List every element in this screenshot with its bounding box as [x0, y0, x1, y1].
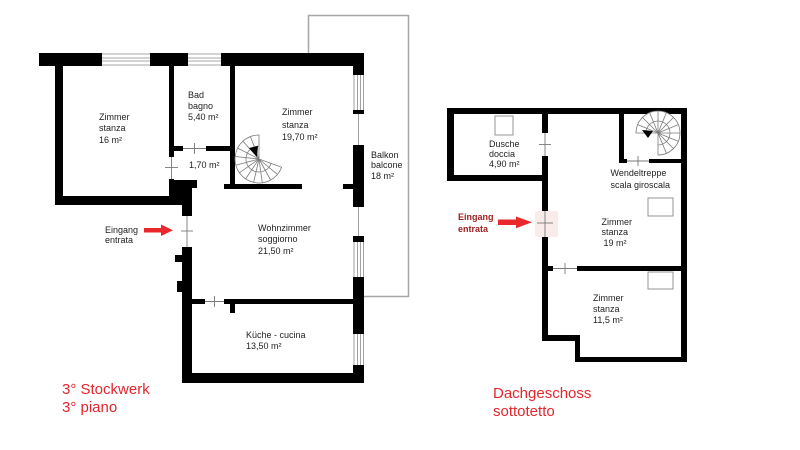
shower-tray [494, 115, 514, 136]
entrance-label-it: entrata [458, 224, 489, 234]
attic-plan [447, 108, 687, 362]
stair-direction-arrow-icon [642, 130, 653, 138]
room-area: 1,70 m² [189, 159, 220, 170]
door-marker-entrance-third-floor [181, 216, 193, 247]
window-right-wohnzimmer [353, 242, 364, 277]
window-right-zimmer-19-70 [353, 75, 364, 110]
room-area: 21,50 m² [258, 245, 294, 256]
room-name-it: scala giroscala [610, 180, 671, 191]
floor-title-it: 3° piano [62, 399, 118, 416]
room-name-de: Wendeltreppe [610, 168, 667, 178]
room-name-it: balcone [371, 160, 403, 171]
third-floor-plan [39, 14, 410, 383]
floor-title-attic: Dachgeschoss sottotetto [493, 385, 591, 421]
room-name-de: Dusche [489, 138, 520, 149]
room-label-corridor: 1,70 m² [189, 160, 220, 171]
room-name-it: stanza [601, 227, 629, 238]
entrance-label-it: entrata [105, 235, 134, 246]
room-area: 18 m² [371, 171, 395, 182]
door-marker-entrance-attic [537, 211, 553, 237]
floor-title-third-floor: 3° Stockwerk 3° piano [62, 381, 150, 417]
spiral-staircase-icon [635, 110, 681, 156]
room-name-de: Zimmer [282, 107, 313, 117]
entrance-highlight [535, 211, 558, 237]
window-top-bad [188, 53, 221, 66]
door-marker-zimmer-16 [165, 157, 178, 179]
attic-walls [447, 108, 687, 362]
spiral-staircase-icon [234, 134, 283, 184]
stair-direction-arrow-icon [249, 146, 258, 157]
room-name: Küche - cucina [246, 329, 306, 340]
entrance-label-third-floor: Eingang entrata [105, 225, 138, 246]
room-name-de: Wohnzimmer [258, 222, 311, 233]
room-name-it: bagno [188, 100, 214, 111]
entrance-arrow-icon [144, 224, 173, 236]
door-marker-zimmer-11-5 [553, 263, 577, 274]
room-name-it: stanza [282, 119, 309, 130]
room-label-kueche: Küche - cucina 13,50 m² [246, 330, 306, 352]
room-name-it: stanza [99, 123, 126, 134]
room-name-it: soggiorno [258, 234, 298, 244]
room-name-de: Balkon [371, 149, 399, 160]
room-name-de: Bad [188, 89, 205, 100]
door-marker-wendeltreppe [627, 156, 649, 166]
room-label-bad: Bad bagno 5,40 m² [188, 90, 219, 124]
room-area: 5,40 m² [188, 111, 219, 122]
room-name-it: stanza [593, 303, 620, 314]
window-right-kueche [353, 334, 364, 365]
room-label-zimmer-16: Zimmer stanza 16 m² [99, 112, 130, 146]
room-area: 16 m² [99, 134, 123, 145]
balcony-outline [307, 14, 410, 298]
entrance-label-de: Eingang [105, 224, 139, 235]
floor-title-it: sottotetto [493, 403, 555, 420]
door-marker-kueche [205, 296, 224, 307]
third-floor-walls [39, 53, 364, 383]
room-name-de: Zimmer [601, 217, 633, 227]
room-label-zimmer-11-5: Zimmer stanza 11,5 m² [593, 293, 624, 325]
room-name-it: doccia [489, 148, 516, 159]
door-marker-dusche [539, 133, 551, 156]
floor-title-de: 3° Stockwerk [62, 381, 150, 398]
room-label-wohnzimmer: Wohnzimmer soggiorno 21,50 m² [258, 223, 311, 258]
room-label-wendeltreppe: Wendeltreppe scala giroscala [611, 167, 671, 192]
room-area: 13,50 m² [246, 340, 282, 351]
door-marker-bad [183, 143, 206, 154]
skylight-zimmer-19 [647, 197, 674, 217]
room-name-de: Zimmer [99, 112, 130, 122]
room-area: 19 m² [603, 237, 627, 248]
window-top-zimmer-16 [102, 53, 150, 66]
room-area: 19,70 m² [282, 132, 318, 142]
entrance-arrow-icon [498, 216, 532, 229]
room-area: 11,5 m² [593, 314, 623, 325]
skylight-zimmer-11-5 [647, 271, 674, 290]
room-label-zimmer-19-70: Zimmer stanza 19,70 m² [282, 106, 318, 144]
room-name-de: Zimmer [593, 293, 624, 303]
room-area: 4,90 m² [489, 158, 520, 169]
entrance-label-de: Eingang [458, 212, 494, 222]
entrance-label-attic: Eingang entrata [458, 211, 494, 235]
room-label-balkon: Balkon balcone 18 m² [371, 150, 403, 182]
room-label-dusche: Dusche doccia 4,90 m² [489, 139, 520, 170]
floor-title-de: Dachgeschoss [493, 385, 592, 402]
room-label-zimmer-19: Zimmer stanza 19 m² [602, 217, 633, 248]
